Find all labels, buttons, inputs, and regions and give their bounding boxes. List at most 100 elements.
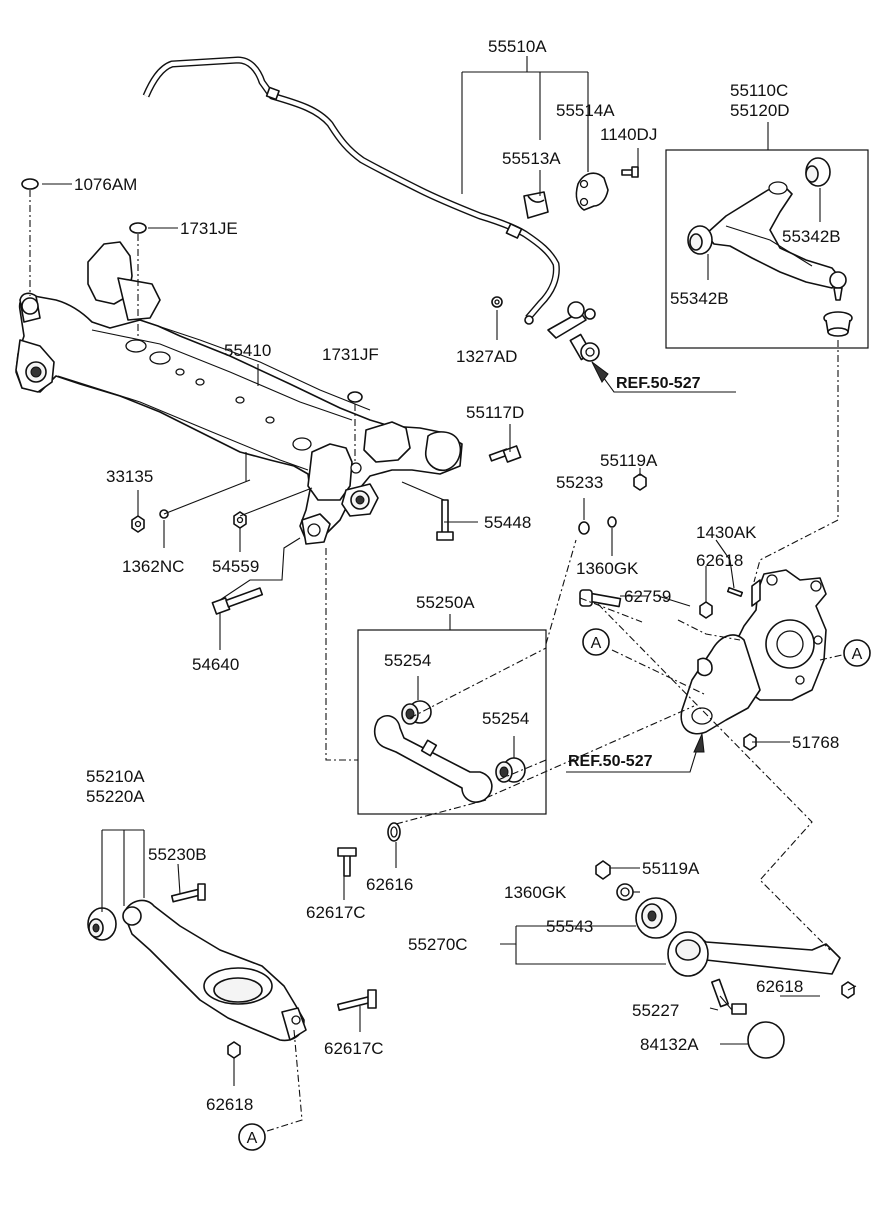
stabilizer-bar (142, 56, 560, 321)
label-51768: 51768 (792, 733, 839, 752)
nut-55119a-bottom (595, 860, 611, 880)
cap-84132a (747, 1021, 785, 1059)
label-55119a-top: 55119A (600, 451, 658, 470)
washer-1360gk-bottom (616, 883, 634, 901)
label-1731jf: 1731JF (322, 345, 379, 364)
bushing-55254-a (401, 700, 432, 725)
label-55227: 55227 (632, 1001, 679, 1020)
bolt-62617c-mid (337, 847, 357, 877)
nut-55119a-top (633, 473, 647, 491)
bolt-62759 (579, 589, 622, 608)
label-55230b: 55230B (148, 845, 207, 864)
upper-control-arm (705, 181, 847, 301)
ref-arrow-top (591, 361, 736, 393)
label-54640: 54640 (192, 655, 239, 674)
nut-33135 (131, 515, 145, 533)
label-33135: 33135 (106, 467, 153, 486)
link-washer (524, 315, 534, 325)
bolt-62617c-low (337, 989, 377, 1012)
bushing-55342b-upper (805, 157, 831, 187)
rear-knuckle (680, 569, 827, 735)
label-55119a-bottom: 55119A (642, 859, 700, 878)
stabilizer-bushing (523, 191, 549, 219)
label-55270c: 55270C (408, 935, 468, 954)
bolt-55117d (488, 445, 522, 463)
label-55117d: 55117D (466, 403, 524, 422)
label-1360gk-top: 1360GK (576, 559, 639, 578)
plug-1076am (21, 178, 39, 190)
label-1731je: 1731JE (180, 219, 238, 238)
dust-boot (823, 311, 853, 337)
label-55254-a: 55254 (384, 651, 431, 670)
label-62618-knuckle: 62618 (696, 551, 743, 570)
label-55510a: 55510A (488, 37, 547, 56)
label-55448: 55448 (484, 513, 531, 532)
label-62618-trailing: 62618 (756, 977, 803, 996)
bolt-55230b (170, 883, 206, 903)
ref-arrow-mid (566, 732, 705, 773)
label-55220a: 55220A (86, 787, 145, 806)
nut-62618-low (227, 1041, 241, 1059)
label-55120d: 55120D (730, 101, 790, 120)
nut-62618-knuckle (699, 601, 713, 619)
label-55210a: 55210A (86, 767, 145, 786)
nut-51768 (743, 733, 757, 751)
label-62617c-mid: 62617C (306, 903, 366, 922)
part-labels: 55510A 55514A 1140DJ 55513A 55110C 55120… (74, 37, 841, 1114)
bushing-55543 (635, 897, 677, 939)
label-55250a: 55250A (416, 593, 475, 612)
washer-1360gk-top (607, 516, 617, 528)
label-55342b-upper: 55342B (782, 227, 841, 246)
label-62759: 62759 (624, 587, 671, 606)
bolt-1430ak (726, 586, 744, 598)
label-62617c-low: 62617C (324, 1039, 384, 1058)
bolt-54640 (211, 587, 264, 615)
label-62616: 62616 (366, 875, 413, 894)
plug-1731je (129, 222, 147, 234)
stabilizer-bracket (575, 172, 609, 211)
label-1360gk-bottom: 1360GK (504, 883, 567, 902)
label-62618-low: 62618 (206, 1095, 253, 1114)
washer-55233 (578, 521, 590, 535)
marker-a-right: A (843, 639, 871, 667)
label-1076am: 1076AM (74, 175, 137, 194)
bolt-55227 (710, 978, 747, 1015)
marker-a-bottom: A (238, 1123, 266, 1151)
label-55514a: 55514A (556, 101, 615, 120)
washer-62616 (387, 822, 401, 842)
trailing-arm (667, 931, 841, 977)
bolt-55448 (436, 499, 454, 541)
upper-arm-kit-box (665, 149, 869, 349)
lower-control-arm (122, 899, 307, 1042)
label-55410: 55410 (224, 341, 271, 360)
label-55233: 55233 (556, 473, 603, 492)
label-1362nc: 1362NC (122, 557, 184, 576)
label-55110c: 55110C (730, 81, 788, 100)
bushing-55342b-lower (687, 225, 713, 255)
bushing-55220a (87, 907, 117, 941)
bushing-55254-b (495, 757, 526, 783)
assist-arm (373, 715, 493, 803)
dashed-guide-lines (29, 190, 843, 1133)
label-55342b-lower: 55342B (670, 289, 729, 308)
label-84132a: 84132A (640, 1035, 699, 1054)
nut-1327ad (491, 296, 503, 308)
label-55513a: 55513A (502, 149, 561, 168)
plug-1731jf (347, 391, 363, 403)
label-55254-b: 55254 (482, 709, 529, 728)
svg-text:A: A (852, 646, 863, 663)
label-55543: 55543 (546, 917, 593, 936)
bolt-1140dj (621, 166, 639, 178)
assist-arm-kit-box (357, 629, 547, 815)
marker-a-left: A (582, 628, 610, 656)
label-1327ad: 1327AD (456, 347, 517, 366)
stabilizer-link (547, 301, 600, 362)
nut-54559 (233, 511, 247, 529)
ref-label-top: REF.50-527 (616, 375, 701, 392)
leader-lines (42, 56, 857, 1086)
label-1140dj: 1140DJ (600, 125, 657, 144)
svg-text:A: A (247, 1130, 258, 1147)
label-54559: 54559 (212, 557, 259, 576)
svg-text:A: A (591, 635, 602, 652)
